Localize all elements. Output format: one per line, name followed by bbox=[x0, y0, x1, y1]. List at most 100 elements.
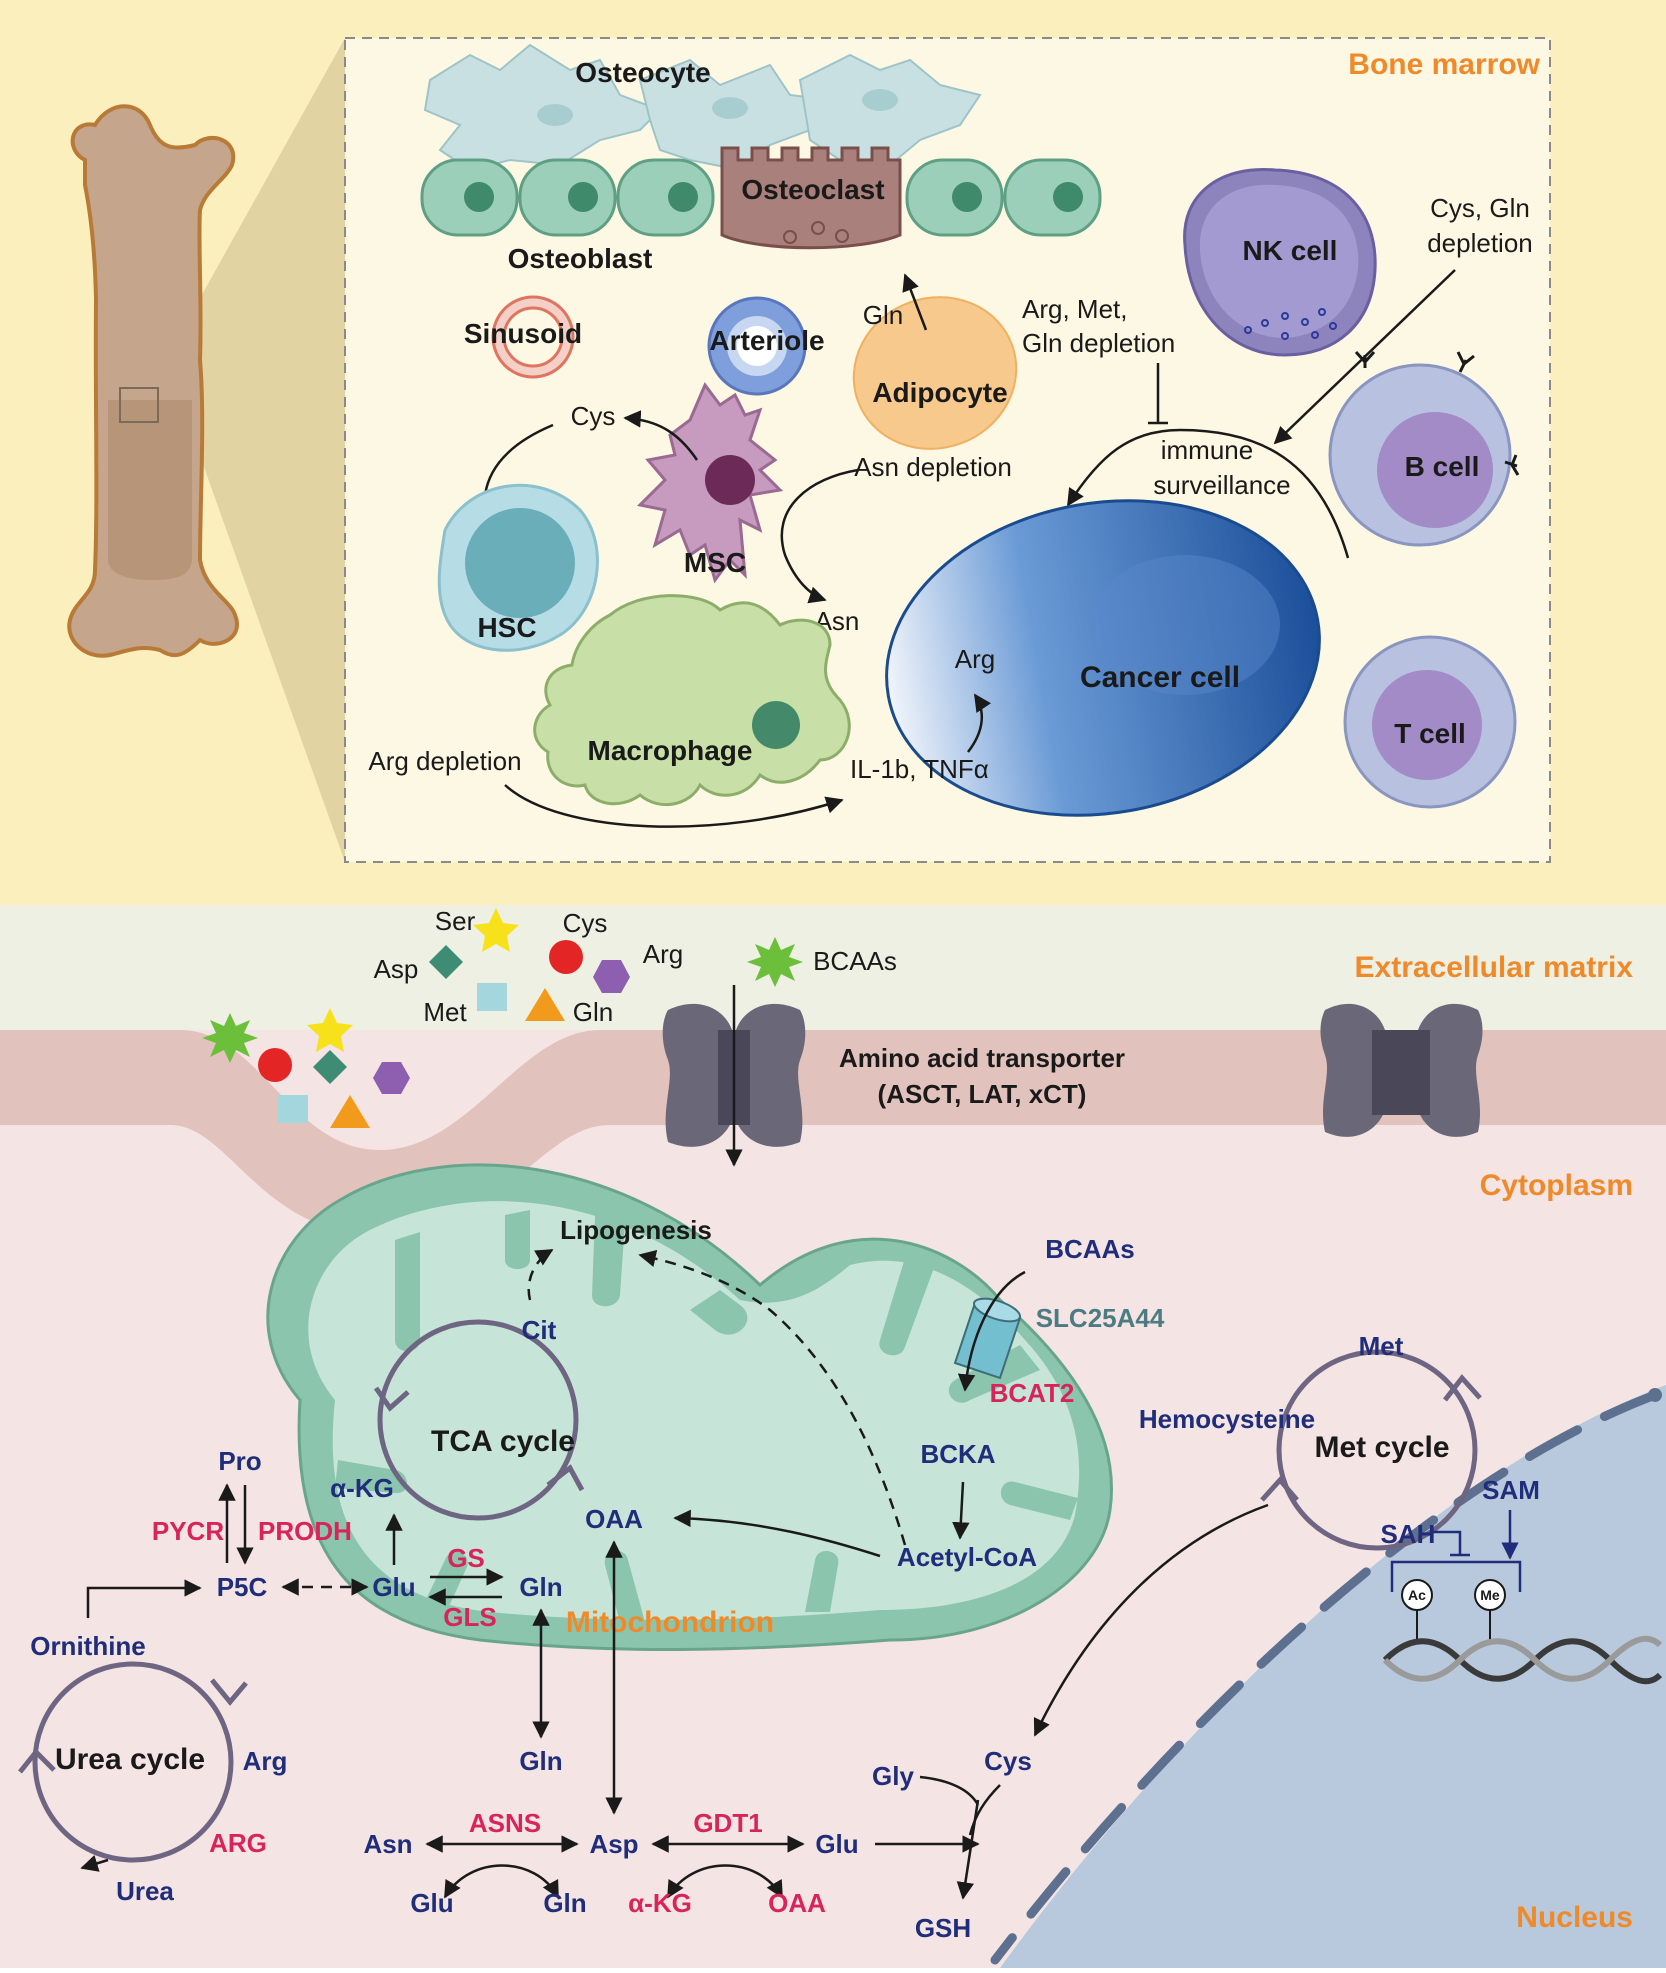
transporter-line1: Amino acid transporter bbox=[839, 1043, 1125, 1073]
gdt1-akg-label: α-KG bbox=[628, 1888, 692, 1918]
sah-label: SAH bbox=[1381, 1519, 1436, 1549]
pit-ser-icon bbox=[307, 1008, 353, 1052]
tca-cycle-chevron-right bbox=[546, 1464, 585, 1492]
met-square-icon bbox=[477, 983, 507, 1011]
gdt1-cofactor-arrow bbox=[666, 1864, 784, 1899]
osteoblasts bbox=[420, 158, 1102, 237]
cys-gsh-line bbox=[968, 1784, 1001, 1836]
pit-asp-icon bbox=[313, 1050, 347, 1084]
ecm-arg-label: Arg bbox=[643, 939, 683, 969]
osteoblast-label: Osteoblast bbox=[508, 243, 653, 274]
epigenetic-mark-stalks bbox=[1416, 1610, 1491, 1640]
hsc-label: HSC bbox=[477, 612, 536, 643]
ecm-ser-label: Ser bbox=[435, 906, 476, 936]
zoom-wedge bbox=[150, 38, 345, 862]
cys-label: Cys bbox=[984, 1746, 1032, 1776]
bone-marrow-title: Bone marrow bbox=[1348, 48, 1540, 81]
amino-acid-transporter-2 bbox=[1320, 1003, 1483, 1137]
nuclear-envelope bbox=[990, 1390, 1660, 1965]
nk-cell-label: NK cell bbox=[1243, 235, 1338, 266]
urea-cycle-chevron-left bbox=[18, 1748, 56, 1774]
pycr-label: PYCR bbox=[152, 1516, 224, 1546]
macrophage bbox=[533, 594, 851, 806]
pit-cys-icon bbox=[258, 1048, 292, 1082]
gln-triangle-icon bbox=[525, 988, 565, 1021]
met-cycle-ring bbox=[1276, 1349, 1478, 1551]
gln-cyto-label: Gln bbox=[519, 1746, 562, 1776]
ornithine-label: Ornithine bbox=[30, 1631, 146, 1661]
bcka-label: BCKA bbox=[920, 1439, 995, 1469]
arg-hexagon-icon bbox=[593, 960, 630, 993]
nk-cell bbox=[1183, 167, 1377, 357]
bcaas-starburst-icon bbox=[747, 937, 803, 987]
met-cycle-chevron-left bbox=[1260, 1476, 1299, 1502]
cytokines-label: IL-1b, TNFα bbox=[850, 754, 989, 784]
met-cycle-label: Met cycle bbox=[1314, 1431, 1449, 1464]
amino-acid-transporter-1 bbox=[662, 1003, 806, 1147]
adipocyte-gln-label: Gln bbox=[863, 300, 903, 330]
cancer-arg-label: Arg bbox=[955, 644, 995, 674]
ecm-bcaas-label: BCAAs bbox=[813, 946, 897, 976]
urea-arrow bbox=[80, 1855, 109, 1872]
cytokine-arg-arrow bbox=[967, 693, 992, 753]
asns-gln-label: Gln bbox=[543, 1888, 586, 1918]
asns-label: ASNS bbox=[469, 1808, 541, 1838]
ac-label: Ac bbox=[1408, 1587, 1426, 1603]
osteocyte-nucleus-3 bbox=[862, 89, 898, 111]
gs-label: GS bbox=[447, 1543, 485, 1573]
urea-cycle-label: Urea cycle bbox=[55, 1743, 205, 1776]
gly-gsh-line bbox=[919, 1775, 980, 1806]
arteriole bbox=[707, 296, 807, 396]
t-cell bbox=[1343, 635, 1517, 809]
msc-cys-arrow bbox=[623, 410, 699, 461]
bone-marrow-cavity bbox=[108, 400, 192, 580]
gln-release-arrow bbox=[902, 273, 928, 331]
osteocyte-label: Osteocyte bbox=[575, 57, 710, 88]
extracellular-matrix-background bbox=[0, 905, 1666, 1030]
cit-label: Cit bbox=[522, 1315, 557, 1345]
bone-zoom-region bbox=[119, 387, 159, 423]
glu-label: Glu bbox=[372, 1572, 415, 1602]
me-label: Me bbox=[1480, 1587, 1500, 1603]
dna-helix bbox=[1382, 1635, 1663, 1685]
asp-diamond-icon bbox=[429, 945, 463, 979]
slc25a44-label: SLC25A44 bbox=[1036, 1303, 1165, 1333]
bcat2-label: BCAT2 bbox=[990, 1378, 1075, 1408]
acetylcoa-oaa-arrow bbox=[673, 1509, 881, 1558]
sinusoid bbox=[491, 295, 575, 379]
pit-gln-icon bbox=[330, 1095, 370, 1128]
nucleus-title: Nucleus bbox=[1516, 1901, 1633, 1934]
gdt1-oaa-label: OAA bbox=[768, 1888, 826, 1918]
acetyl-coa-label: Acetyl-CoA bbox=[897, 1542, 1037, 1572]
urea-arg-label: Arg bbox=[243, 1746, 288, 1776]
sinusoid-label: Sinusoid bbox=[464, 318, 582, 349]
gln-label: Gln bbox=[519, 1572, 562, 1602]
gls-label: GLS bbox=[443, 1602, 496, 1632]
msc bbox=[636, 382, 784, 584]
pit-met-icon bbox=[278, 1095, 308, 1123]
cancer-cell-label: Cancer cell bbox=[1080, 661, 1240, 694]
ser-star-icon bbox=[473, 908, 519, 952]
nuclear-envelope-end bbox=[1648, 1388, 1662, 1402]
slc25a44-transporter bbox=[953, 1297, 1022, 1380]
pit-arg-icon bbox=[373, 1062, 410, 1094]
t-cell-label: T cell bbox=[1394, 718, 1466, 749]
cit-lipogenesis-arrow bbox=[527, 1248, 554, 1301]
asn-depletion-label: Asn depletion bbox=[854, 452, 1012, 482]
cytoplasm-title: Cytoplasm bbox=[1480, 1169, 1633, 1202]
nucleus bbox=[1000, 1385, 1666, 1968]
urea-label: Urea bbox=[116, 1876, 174, 1906]
sam-label: SAM bbox=[1482, 1475, 1540, 1505]
cancer-cell-nucleus bbox=[1090, 555, 1280, 695]
cancer-cell bbox=[885, 499, 1321, 817]
urea-cycle-chevron-right bbox=[210, 1678, 248, 1706]
osteoclast bbox=[720, 146, 902, 250]
immune-surveillance-arrow bbox=[1066, 428, 1350, 559]
hsc bbox=[437, 483, 599, 652]
bcka-acetylcoa-arrow bbox=[952, 1481, 970, 1540]
epigenetic-bracket bbox=[1390, 1560, 1522, 1592]
lipogenesis-label: Lipogenesis bbox=[560, 1215, 712, 1245]
asn-depletion-arrow bbox=[780, 468, 859, 604]
gly-label: Gly bbox=[872, 1761, 914, 1791]
